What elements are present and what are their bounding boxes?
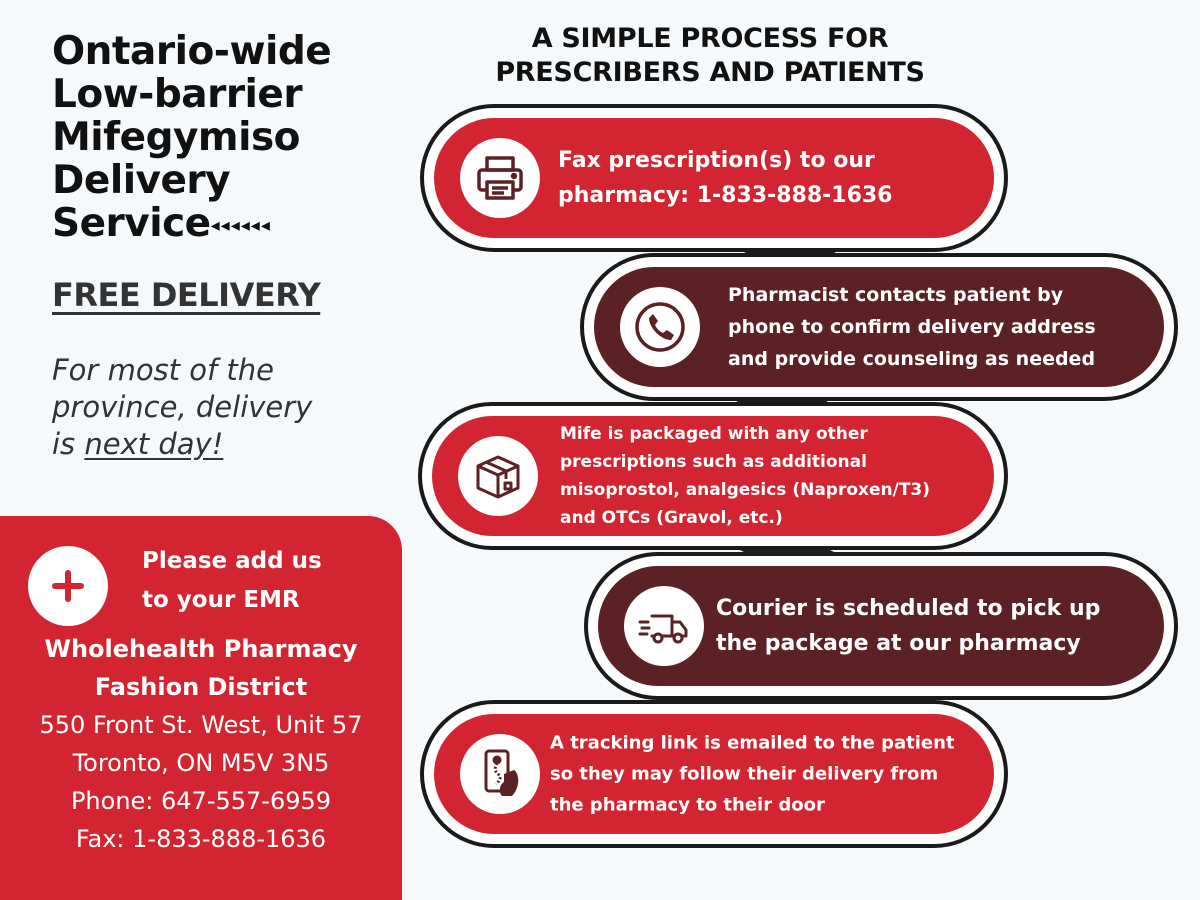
phone-number: Phone: 647-557-6959 <box>70 787 332 815</box>
tagline-line: For most of the <box>52 353 275 387</box>
mobile-tracking-icon <box>460 734 540 814</box>
process-title-line: PRESCRIBERS AND PATIENTS <box>495 57 925 88</box>
plus-icon <box>28 546 108 626</box>
delivery-tagline: For most of the province, delivery is ne… <box>52 352 362 463</box>
step-pill: Courier is scheduled to pick up the pack… <box>598 566 1164 686</box>
delivery-truck-icon <box>624 586 704 666</box>
step-line: Mife is packaged with any other <box>560 424 868 444</box>
fax-number: Fax: 1-833-888-1636 <box>75 825 327 853</box>
printer-icon <box>460 138 540 218</box>
contact-panel: Please add us to your EMR Wholehealth Ph… <box>0 516 402 900</box>
process-step: Pharmacist contacts patient by phone to … <box>580 253 1178 401</box>
step-pill: Mife is packaged with any other prescrip… <box>432 416 994 536</box>
free-delivery-heading: FREE DELIVERY <box>52 276 321 314</box>
process-step: A tracking link is emailed to the patien… <box>420 700 1008 848</box>
add-to-emr-text: Please add us to your EMR <box>142 542 382 620</box>
step-line: Pharmacist contacts patient by <box>728 284 1064 306</box>
page-title: Ontario-wide Low-barrier Mifegymiso Deli… <box>52 29 332 247</box>
step-text: Mife is packaged with any other prescrip… <box>560 420 968 532</box>
step-line: A tracking link is emailed to the patien… <box>550 732 955 754</box>
pharmacy-line: Fashion District <box>94 673 308 701</box>
title-line: Mifegymiso <box>52 115 300 160</box>
process-title: A SIMPLE PROCESS FOR PRESCRIBERS AND PAT… <box>440 22 980 90</box>
tagline-prefix: is <box>52 427 85 461</box>
title-line: Ontario-wide <box>52 29 332 74</box>
title-line: Service <box>52 201 211 246</box>
emr-line: to your EMR <box>142 587 300 613</box>
step-line: and OTCs (Gravol, etc.) <box>560 508 783 528</box>
process-step: Mife is packaged with any other prescrip… <box>418 402 1008 550</box>
step-line: prescriptions such as additional <box>560 452 867 472</box>
step-text: Pharmacist contacts patient by phone to … <box>728 279 1144 375</box>
tagline-next-day: next day! <box>84 427 224 461</box>
pharmacy-name: Wholehealth Pharmacy Fashion District <box>0 630 402 706</box>
step-line: misoprostol, analgesics (Naproxen/T3) <box>560 480 931 500</box>
process-step: Fax prescription(s) to our pharmacy: 1-8… <box>420 104 1008 252</box>
step-pill: Pharmacist contacts patient by phone to … <box>594 267 1164 387</box>
emr-line: Please add us <box>142 548 322 574</box>
step-text: Fax prescription(s) to our pharmacy: 1-8… <box>558 143 968 213</box>
step-line: Fax prescription(s) to our <box>558 148 875 173</box>
pharmacy-address: 550 Front St. West, Unit 57 Toronto, ON … <box>0 706 402 858</box>
process-step: Courier is scheduled to pick up the pack… <box>584 552 1178 700</box>
process-title-line: A SIMPLE PROCESS FOR <box>531 23 889 54</box>
step-text: Courier is scheduled to pick up the pack… <box>716 591 1146 661</box>
step-line: phone to confirm delivery address <box>728 316 1096 338</box>
title-line-last: Service◂◂◂◂◂◂ <box>52 202 331 247</box>
step-line: the pharmacy to their door <box>550 794 825 816</box>
phone-icon <box>620 287 700 367</box>
step-line: pharmacy: 1-833-888-1636 <box>558 183 893 208</box>
title-line: Low-barrier <box>52 72 303 117</box>
title-line: Delivery <box>52 158 231 203</box>
left-arrows-icon: ◂◂◂◂◂◂ <box>210 215 271 236</box>
address-line: Toronto, ON M5V 3N5 <box>72 749 330 777</box>
tagline-line: province, delivery <box>52 390 313 424</box>
step-line: the package at our pharmacy <box>716 631 1081 656</box>
step-text: A tracking link is emailed to the patien… <box>550 728 968 821</box>
address-line: 550 Front St. West, Unit 57 <box>39 711 363 739</box>
step-line: so they may follow their delivery from <box>550 763 939 785</box>
package-icon <box>458 436 538 516</box>
pharmacy-line: Wholehealth Pharmacy <box>44 635 358 663</box>
step-line: Courier is scheduled to pick up <box>716 596 1101 621</box>
step-line: and provide counseling as needed <box>728 348 1096 370</box>
step-pill: A tracking link is emailed to the patien… <box>434 714 994 834</box>
step-pill: Fax prescription(s) to our pharmacy: 1-8… <box>434 118 994 238</box>
